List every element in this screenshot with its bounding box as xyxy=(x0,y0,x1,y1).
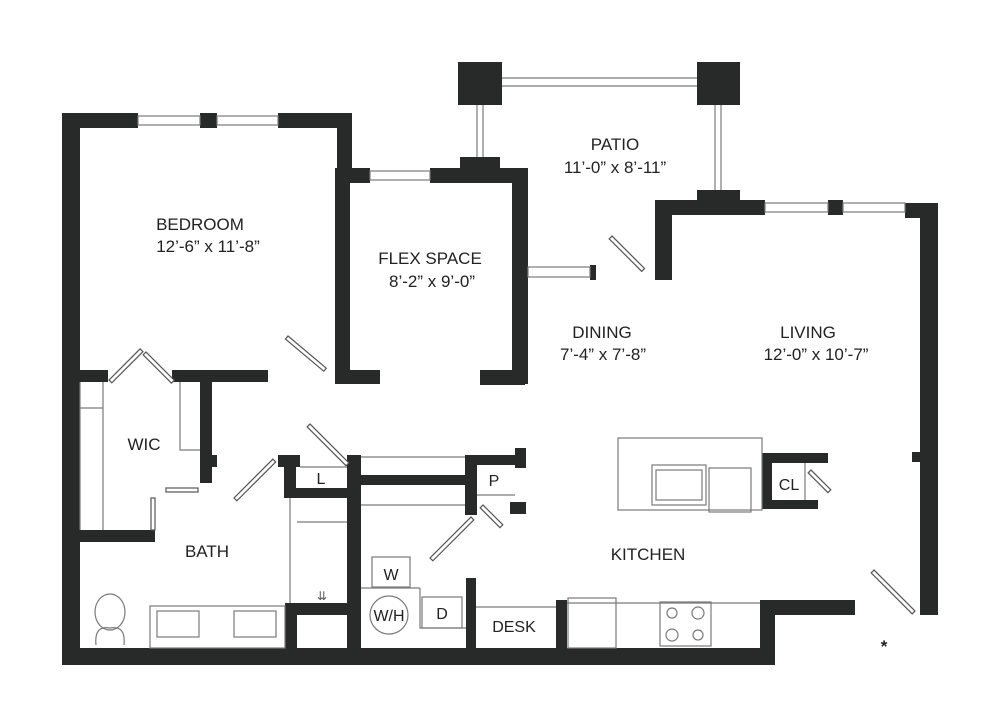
flex-dims: 8’-2” x 9’-0” xyxy=(389,272,475,291)
entry-door[interactable] xyxy=(870,569,916,615)
sink xyxy=(156,610,200,638)
desk-label: DESK xyxy=(492,619,536,636)
patio-label: PATIO xyxy=(591,135,640,154)
door[interactable] xyxy=(108,348,144,384)
kitchen-island xyxy=(617,437,763,511)
labels: PATIO 11’-0” x 8’-11” BEDROOM 12’-6” x 1… xyxy=(127,135,887,656)
water-heater-label: W/H xyxy=(373,608,404,625)
linen-label: L xyxy=(317,471,326,488)
dining-dims: 7’-4” x 7’-8” xyxy=(560,345,646,364)
patio-dims: 11’-0” x 8’-11” xyxy=(564,158,667,177)
living-label: LIVING xyxy=(780,323,836,342)
dryer xyxy=(421,596,463,629)
bedroom-dims: 12’-6” x 11’-8” xyxy=(156,237,260,256)
door[interactable] xyxy=(284,335,328,373)
closet-label: CL xyxy=(779,477,800,494)
sink xyxy=(233,610,277,638)
pantry-label: P xyxy=(489,473,500,490)
stove xyxy=(659,601,712,647)
door[interactable] xyxy=(165,487,199,493)
door[interactable] xyxy=(306,423,350,467)
windows-and-lines xyxy=(79,77,906,629)
door[interactable] xyxy=(233,458,277,502)
kitchen-sink xyxy=(651,464,707,506)
living-dims: 12’-0” x 10’-7” xyxy=(764,345,869,364)
flex-label: FLEX SPACE xyxy=(378,249,482,268)
dining-label: DINING xyxy=(572,323,632,342)
water-heater xyxy=(369,595,409,635)
bedroom-label: BEDROOM xyxy=(156,215,244,234)
toilet xyxy=(94,593,126,631)
refrigerator xyxy=(567,597,617,649)
dishwasher xyxy=(708,467,752,513)
washer xyxy=(371,556,411,588)
svg-text:⇊: ⇊ xyxy=(317,589,327,603)
note-marker: * xyxy=(881,637,888,656)
walls xyxy=(62,62,938,665)
door[interactable] xyxy=(479,504,504,529)
kitchen-label: KITCHEN xyxy=(611,545,686,564)
bath-label: BATH xyxy=(185,542,229,561)
vanity xyxy=(149,605,286,649)
washer-label: W xyxy=(383,567,399,584)
wic-label: WIC xyxy=(127,435,160,454)
door[interactable] xyxy=(608,235,646,273)
door[interactable] xyxy=(142,351,176,384)
fixtures: ⇊ xyxy=(94,437,763,649)
door[interactable] xyxy=(150,497,156,531)
doors xyxy=(108,235,916,615)
door[interactable] xyxy=(807,469,832,494)
door[interactable] xyxy=(429,516,475,562)
dryer-label: D xyxy=(436,606,448,623)
